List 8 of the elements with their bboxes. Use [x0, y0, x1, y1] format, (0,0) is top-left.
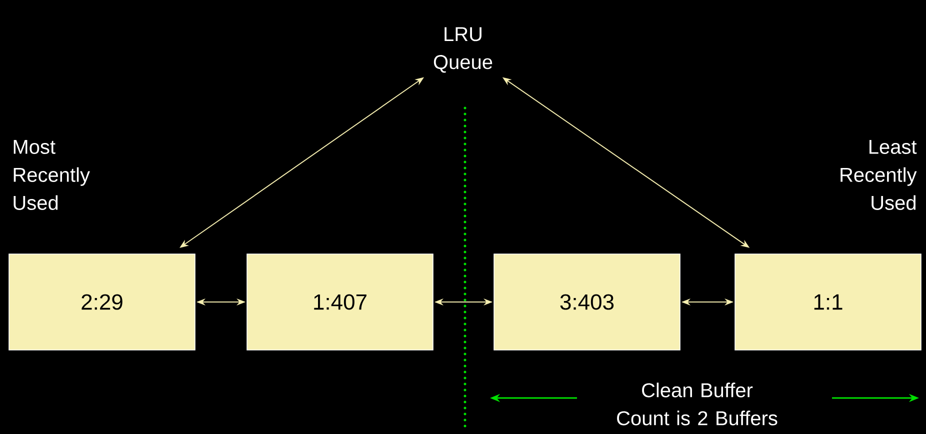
buffer-box: 1:1: [734, 254, 922, 350]
buffer-box: 1:407: [246, 254, 434, 350]
buffer-box: 3:403: [494, 254, 680, 350]
text-label: Least Recently Used: [840, 140, 917, 210]
text-label: Most Recently Used: [14, 140, 90, 210]
buffer-box: 2:29: [8, 254, 196, 350]
text-label: Clean Buffer Count is 2 Buffers: [617, 382, 778, 426]
queue-label: LRU Queue: [434, 27, 492, 73]
